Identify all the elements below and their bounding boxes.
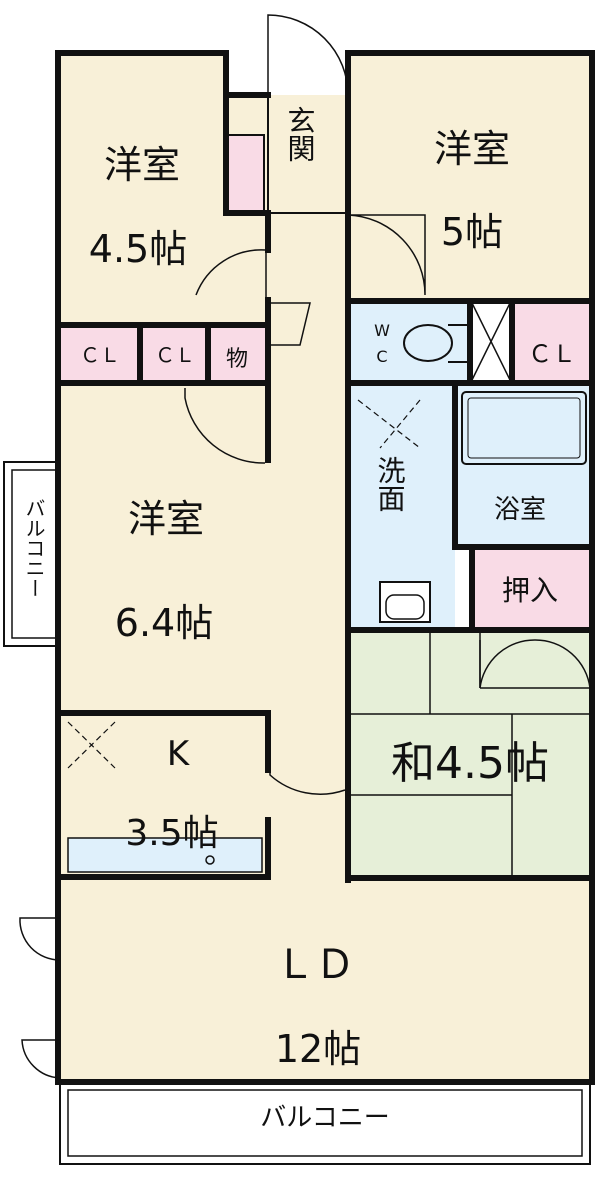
washroom-label: 洗面 [374, 456, 407, 512]
closet-3-label: ＣＬ [528, 340, 576, 368]
vent-icon [67, 399, 421, 769]
western-room-2 [348, 53, 592, 301]
toilet-c-label: C [376, 347, 387, 366]
kitchen-size: 3.5帖 [125, 813, 218, 854]
japanese-room-label: 和4.5帖 [391, 738, 549, 789]
western-room-2-name: 洋室 [434, 127, 510, 171]
entrance-label: 玄関 [284, 106, 317, 162]
japanese-room [348, 630, 592, 878]
toilet-w-label: W [374, 321, 390, 340]
western-room-3-name: 洋室 [128, 497, 204, 541]
balcony-bottom-label: バルコニー [260, 1103, 389, 1133]
kitchen-counter [67, 837, 263, 873]
closet-1-label: ＣＬ [80, 343, 120, 367]
storage [208, 327, 266, 382]
western-room-1-name: 洋室 [104, 143, 180, 187]
oshiire-label: 押入 [502, 574, 558, 607]
walls [55, 50, 595, 1085]
toilet [348, 301, 470, 383]
balcony-side-label: バルコニー [22, 498, 46, 598]
doors [19, 14, 591, 1079]
western-room-1 [58, 53, 226, 325]
living-dining-size: 12帖 [275, 1027, 361, 1071]
western-room-3-size: 6.4帖 [115, 601, 213, 645]
sink-icon [205, 855, 215, 865]
closet-3 [512, 301, 592, 383]
living-dining-name: ＬＤ [275, 942, 355, 988]
bathtub [461, 391, 587, 465]
storage-label: 物 [226, 347, 248, 372]
oshiire [472, 547, 592, 630]
western-room-2-size: 5帖 [441, 210, 503, 254]
wash-basin [379, 581, 431, 623]
closet-2 [142, 327, 208, 382]
closet-1 [60, 327, 140, 382]
closet-2-label: ＣＬ [155, 343, 195, 367]
living-dining [58, 875, 594, 1082]
toilet-icon [403, 324, 469, 363]
western-room-1-size: 4.5帖 [89, 227, 187, 271]
balcony-side [3, 461, 59, 647]
kitchen-name: K [167, 734, 191, 774]
bathroom-label: 浴室 [494, 495, 546, 525]
shoe-box [227, 134, 265, 214]
balcony-bottom [59, 1081, 591, 1165]
